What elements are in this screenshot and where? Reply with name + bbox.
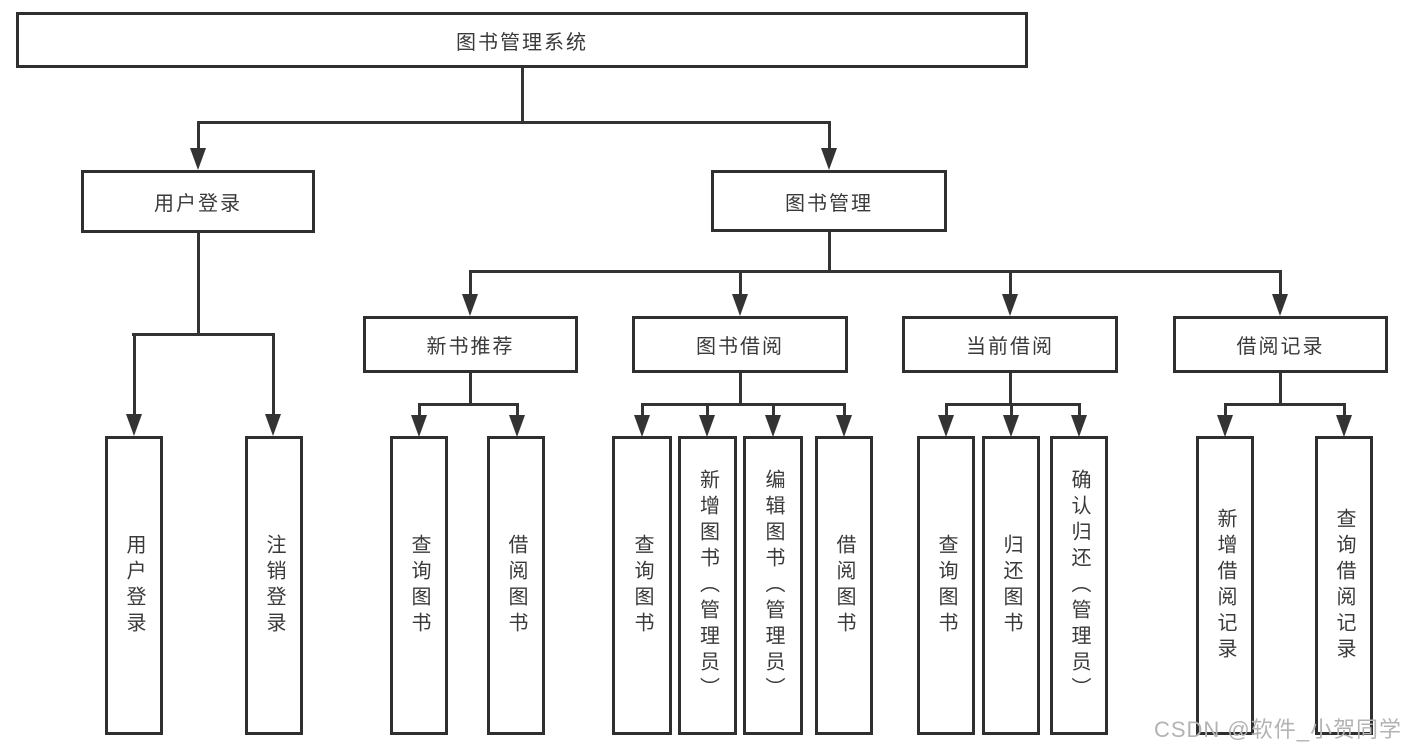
connector-line: [828, 232, 831, 273]
leaf-confirm-return-admin: 确认归还（管理员）: [1050, 436, 1108, 735]
connector-line: [469, 373, 472, 406]
node-new-book-recommend-label: 新书推荐: [426, 336, 515, 358]
node-book-borrow-label: 图书借阅: [696, 336, 784, 358]
arrow-down-icon: [190, 148, 206, 170]
connector-line: [641, 403, 846, 406]
arrow-down-icon: [1071, 415, 1087, 437]
node-borrow-record: 借阅记录: [1173, 316, 1388, 373]
node-borrow-record-label: 借阅记录: [1236, 336, 1325, 358]
connector-line: [133, 333, 136, 415]
arrow-down-icon: [1003, 415, 1019, 437]
leaf-query-books-recommend: 查询图书: [390, 436, 448, 735]
leaf-query-borrow-record-label: 查询借阅记录: [1333, 507, 1355, 664]
connector-line: [1224, 403, 1227, 416]
connector-line: [1010, 403, 1013, 416]
connector-line: [1009, 373, 1012, 406]
connector-line: [132, 333, 275, 336]
arrow-down-icon: [765, 415, 781, 437]
node-book-management-label: 图书管理: [785, 192, 873, 215]
connector-line: [469, 270, 1282, 273]
connector-line: [828, 121, 831, 155]
connector-line: [945, 403, 948, 416]
arrow-down-icon: [1217, 415, 1233, 437]
leaf-confirm-return-admin-label: 确认归还（管理员）: [1068, 468, 1090, 703]
leaf-query-books-recommend-label: 查询图书: [408, 533, 430, 638]
connector-line: [521, 68, 524, 124]
leaf-user-login: 用户登录: [105, 436, 163, 735]
connector-line: [772, 403, 775, 416]
leaf-logout: 注销登录: [245, 436, 303, 735]
connector-line: [197, 121, 831, 124]
arrow-down-icon: [699, 415, 715, 437]
arrow-down-icon: [126, 414, 142, 436]
node-current-borrow: 当前借阅: [902, 316, 1118, 373]
arrow-down-icon: [509, 415, 525, 437]
connector-line: [197, 121, 200, 155]
node-user-login-label: 用户登录: [154, 193, 242, 215]
leaf-user-login-label: 用户登录: [123, 533, 145, 638]
arrow-down-icon: [462, 294, 478, 316]
leaf-query-books-current: 查询图书: [917, 436, 975, 735]
leaf-add-borrow-record-label: 新增借阅记录: [1214, 507, 1236, 664]
leaf-add-borrow-record: 新增借阅记录: [1196, 436, 1254, 735]
leaf-borrow-books-recommend-label: 借阅图书: [505, 533, 527, 638]
connector-line: [1224, 403, 1345, 406]
connector-line: [843, 403, 846, 416]
node-user-login: 用户登录: [81, 170, 315, 233]
leaf-return-books-label: 归还图书: [1000, 533, 1022, 638]
arrow-down-icon: [265, 414, 281, 436]
connector-line: [418, 403, 421, 416]
leaf-add-books-admin-label: 新增图书（管理员）: [696, 468, 719, 703]
leaf-add-books-admin: 新增图书（管理员）: [678, 436, 737, 735]
node-root-label: 图书管理系统: [456, 31, 588, 54]
leaf-return-books: 归还图书: [982, 436, 1040, 735]
connector-line: [1078, 403, 1081, 416]
arrow-down-icon: [938, 415, 954, 437]
arrow-down-icon: [411, 415, 427, 437]
arrow-down-icon: [1002, 294, 1018, 316]
leaf-query-books-borrow-label: 查询图书: [631, 533, 653, 638]
node-current-borrow-label: 当前借阅: [966, 336, 1054, 358]
connector-line: [418, 403, 519, 406]
arrow-down-icon: [732, 294, 748, 316]
leaf-borrow-books-label: 借阅图书: [833, 533, 855, 638]
arrow-down-icon: [1272, 294, 1288, 316]
leaf-logout-label: 注销登录: [263, 533, 285, 638]
connector-line: [641, 403, 644, 416]
connector-line: [197, 233, 200, 336]
arrow-down-icon: [821, 148, 837, 170]
node-book-borrow: 图书借阅: [632, 316, 848, 373]
leaf-query-books-borrow: 查询图书: [612, 436, 672, 735]
connector-line: [739, 373, 742, 406]
arrow-down-icon: [1336, 415, 1352, 437]
node-root: 图书管理系统: [16, 12, 1028, 68]
arrow-down-icon: [836, 415, 852, 437]
connector-line: [1279, 270, 1282, 296]
watermark-text: CSDN @软件_小贺同学: [1153, 717, 1402, 742]
node-book-management: 图书管理: [711, 170, 947, 232]
connector-line: [739, 270, 742, 296]
connector-line: [1009, 270, 1012, 296]
leaf-borrow-books: 借阅图书: [815, 436, 873, 735]
connector-line: [272, 333, 275, 415]
leaf-edit-books-admin: 编辑图书（管理员）: [743, 436, 803, 735]
leaf-borrow-books-recommend: 借阅图书: [487, 436, 545, 735]
arrow-down-icon: [634, 415, 650, 437]
leaf-edit-books-admin-label: 编辑图书（管理员）: [762, 468, 784, 703]
connector-line: [706, 403, 709, 416]
connector-line: [469, 270, 472, 296]
connector-line: [1343, 403, 1346, 416]
node-new-book-recommend: 新书推荐: [363, 316, 578, 373]
leaf-query-borrow-record: 查询借阅记录: [1315, 436, 1373, 735]
connector-line: [1279, 373, 1282, 406]
connector-line: [516, 403, 519, 416]
leaf-query-books-current-label: 查询图书: [935, 533, 957, 638]
